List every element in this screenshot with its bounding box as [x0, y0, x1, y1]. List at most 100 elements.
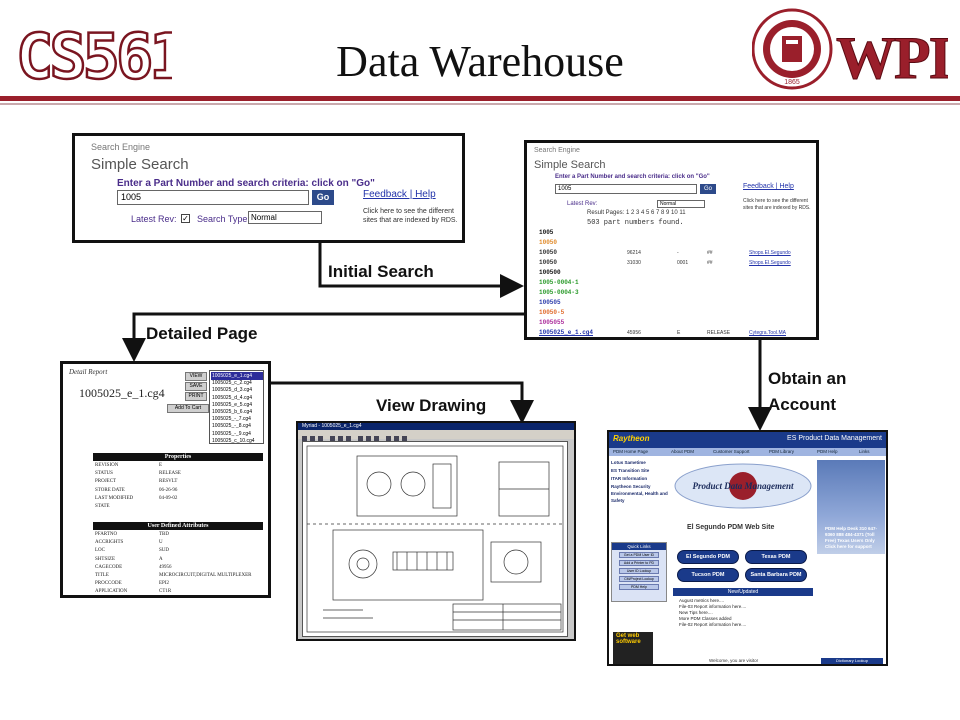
welcome-text: Welcome, you are visitor	[709, 658, 759, 663]
latest-rev-checkbox[interactable]: ✓	[181, 214, 190, 223]
file-list-item[interactable]: 1005025_-_7.cg4	[212, 416, 251, 423]
texas-pdm-button[interactable]: Texas PDM	[745, 550, 807, 564]
file-list-item[interactable]: 1005025_e_5.cg4	[212, 401, 253, 408]
result-row[interactable]: 1005-0004-3	[539, 289, 579, 296]
file-list-item[interactable]: 1005025_c_10.cg4	[212, 437, 255, 444]
indexed-sites-note[interactable]: Click here to see the different sites th…	[743, 198, 811, 211]
result-row[interactable]: 1005-0004-1	[539, 279, 579, 286]
result-row[interactable]: 1005025_e_1.cg4	[539, 329, 594, 336]
nav-pdm-home[interactable]: PDM Home Page	[613, 449, 649, 454]
get-software-badge[interactable]: Get web software	[613, 632, 653, 664]
quick-link[interactable]: PDM Help	[619, 584, 659, 590]
drawing-viewer-screenshot: Myriad - 1005025_e_1.cg4	[296, 421, 576, 641]
nav-links[interactable]: Links	[859, 449, 870, 454]
result-cell: 31030	[627, 260, 641, 266]
file-list-item[interactable]: 1005025_-_8.cg4	[212, 423, 251, 430]
update-item[interactable]: August metrics here....	[679, 598, 725, 603]
result-cell[interactable]: Shops.EI.Segundo	[749, 260, 791, 266]
label-detailed-page: Detailed Page	[146, 324, 258, 343]
indexed-sites-note[interactable]: Click here to see the different sites th…	[363, 208, 458, 224]
help-desk-panel[interactable]: PDM Help Desk 310 647-9360 888 484-4371 …	[817, 460, 885, 554]
dictionary-lookup-button[interactable]: Dictionary Lookup	[821, 658, 883, 664]
search-type-select[interactable]: Normal	[657, 200, 705, 208]
print-button[interactable]: PRINT	[185, 392, 207, 401]
result-row[interactable]: 10050	[539, 249, 558, 256]
attribute-value: MICROCIRCUIT,DIGITAL MULTIPLEXER	[159, 573, 252, 578]
label-initial-search: Initial Search	[328, 262, 434, 281]
attribute-key: REVISION	[95, 463, 119, 468]
nav-about-pdm[interactable]: About PDM	[671, 449, 695, 454]
result-row[interactable]: 1005055	[539, 319, 565, 326]
nav-pdm-library[interactable]: PDM Library	[769, 449, 795, 454]
file-list-item[interactable]: 1005025_-_9.cg4	[212, 430, 251, 437]
wpi-logo-text: WPI	[836, 25, 948, 91]
cs561-logo: CS561	[15, 19, 172, 88]
file-list-item[interactable]: 1005025_c_2.cg4	[212, 380, 252, 387]
label-obtain-account-2: Account	[768, 395, 836, 414]
el-segundo-pdm-button[interactable]: El Segundo PDM	[677, 550, 739, 564]
label-obtain-account-1: Obtain an	[768, 369, 847, 388]
file-list-item[interactable]: 1005025_b_6.cg4	[212, 409, 253, 415]
quick-link[interactable]: User ID Lookup	[619, 568, 659, 574]
nav-customer-support[interactable]: Customer Support	[713, 449, 750, 454]
result-cell[interactable]: Cytegra.Tool.MA	[749, 330, 786, 336]
quick-link[interactable]: Add a Printer to PD	[619, 560, 659, 566]
quick-links-title: Quick Links	[612, 543, 666, 550]
quick-link[interactable]: CM/Project Lookup	[619, 576, 659, 582]
attribute-value: 06-26-96	[159, 487, 178, 493]
feedback-help-link[interactable]: Feedback | Help	[743, 183, 794, 190]
update-item[interactable]: File-03 Report information here....	[679, 604, 747, 609]
attribute-key: STORE DATE	[95, 487, 125, 493]
link-es-transition[interactable]: ES Transition Site	[611, 468, 650, 473]
tucson-pdm-button[interactable]: Tucson PDM	[677, 568, 739, 582]
link-lotus-sametime[interactable]: Lotus Sametime	[611, 460, 646, 465]
file-list-item[interactable]: 1005025_e_1.cg4	[211, 372, 263, 380]
update-item[interactable]: More PDM Classes added	[679, 616, 732, 621]
attribute-key: APPLICATION	[95, 589, 128, 595]
help-desk-text: PDM Help Desk 310 647-9360 888 484-4371 …	[825, 526, 878, 549]
link-security[interactable]: Raytheon Security Environmental, Health …	[611, 484, 668, 503]
result-row[interactable]: 10050-5	[539, 309, 565, 316]
result-row[interactable]: 10050	[539, 239, 558, 246]
update-item[interactable]: New Tips here....	[679, 610, 713, 615]
quick-link[interactable]: Get a PDM User ID	[619, 552, 659, 558]
update-item[interactable]: File-02 Report information here....	[679, 622, 747, 627]
go-button[interactable]: Go	[700, 184, 716, 194]
arrow-detailed-page	[122, 312, 524, 362]
result-cell[interactable]: Shops.EI.Segundo	[749, 250, 791, 256]
viewer-toolbar[interactable]	[298, 430, 574, 441]
detail-report-screenshot: Detail Report 1005025_e_1.cg4 VIEW SAVE …	[60, 361, 271, 598]
santa-barbara-pdm-button[interactable]: Santa Barbara PDM	[745, 568, 807, 582]
result-row[interactable]: 10050	[539, 259, 558, 266]
title-rule	[0, 96, 960, 101]
add-to-cart-button[interactable]: Add To Cart	[167, 404, 209, 413]
pdm-header: Raytheon ES Product Data Management	[609, 432, 886, 448]
go-button[interactable]: Go	[312, 190, 334, 205]
file-list-item[interactable]: 1005025_d_3.cg4	[212, 387, 253, 394]
part-number-input[interactable]: 1005	[117, 190, 309, 205]
nav-pdm-help[interactable]: PDM Help	[817, 449, 838, 454]
link-itar[interactable]: ITAR Information	[611, 476, 648, 481]
attribute-key: CAGECODE	[95, 564, 123, 570]
latest-rev-label: Latest Rev:	[131, 214, 177, 224]
result-pages[interactable]: Result Pages: 1 2 3 4 5 6 7 8 9 10 11	[587, 210, 686, 216]
view-button[interactable]: VIEW	[185, 372, 207, 381]
attribute-value: A	[159, 556, 163, 562]
search-type-select[interactable]: Normal	[248, 211, 322, 224]
result-row[interactable]: 100505	[539, 299, 561, 306]
part-number-input[interactable]: 1005	[555, 184, 697, 194]
attribute-row: STORE DATE 06-26-96	[95, 487, 177, 493]
file-list-item[interactable]: 1005025_d_4.cg4	[212, 394, 253, 401]
save-button[interactable]: SAVE	[185, 382, 207, 391]
drawing-canvas[interactable]	[302, 441, 568, 637]
attribute-value: E	[159, 463, 163, 468]
feedback-help-link[interactable]: Feedback | Help	[363, 189, 436, 200]
result-row[interactable]: 1005	[539, 229, 554, 236]
result-row[interactable]: 100500	[539, 269, 561, 276]
